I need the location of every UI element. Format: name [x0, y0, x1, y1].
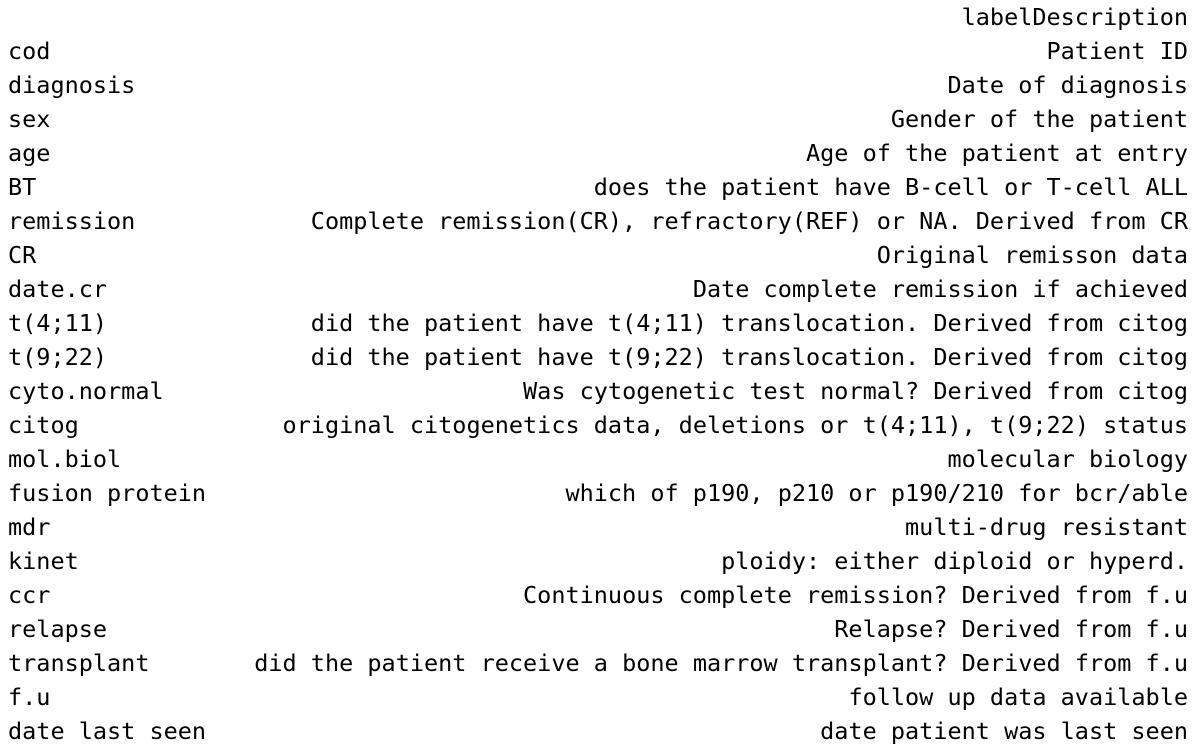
row-description: molecular biology: [947, 445, 1188, 473]
table-row: cyto.normal Was cytogenetic test normal?…: [8, 374, 1188, 408]
column-header: labelDescription: [961, 3, 1188, 31]
table-row: remission Complete remission(CR), refrac…: [8, 204, 1188, 238]
table-row: t(9;22) did the patient have t(9;22) tra…: [8, 340, 1188, 374]
row-label: transplant: [8, 649, 150, 677]
row-description: Patient ID: [1046, 37, 1188, 65]
table-row: BT does the patient have B-cell or T-cel…: [8, 170, 1188, 204]
row-label: fusion protein: [8, 479, 207, 507]
row-description: Was cytogenetic test normal? Derived fro…: [523, 377, 1188, 405]
row-label: relapse: [8, 615, 108, 643]
row-description: does the patient have B-cell or T-cell A…: [593, 173, 1188, 201]
table-row: sex Gender of the patient: [8, 102, 1188, 136]
row-label: mdr: [8, 513, 51, 541]
table-row: mdr multi-drug resistant: [8, 510, 1188, 544]
table-row: mol.biol molecular biology: [8, 442, 1188, 476]
header-row: labelDescription: [8, 0, 1188, 34]
row-label: CR: [8, 241, 37, 269]
row-label: kinet: [8, 547, 79, 575]
row-description: Date complete remission if achieved: [692, 275, 1188, 303]
row-label: BT: [8, 173, 37, 201]
row-description: did the patient receive a bone marrow tr…: [254, 649, 1188, 677]
table-row: date last seen date patient was last see…: [8, 714, 1188, 748]
row-label: diagnosis: [8, 71, 136, 99]
row-description: did the patient have t(4;11) translocati…: [310, 309, 1188, 337]
row-label: t(4;11): [8, 309, 108, 337]
row-label: age: [8, 139, 51, 167]
table-row: kinet ploidy: either diploid or hyperd.: [8, 544, 1188, 578]
table-row: diagnosis Date of diagnosis: [8, 68, 1188, 102]
console-output: labelDescription cod Patient ID diagnosi…: [8, 0, 1188, 748]
row-description: Complete remission(CR), refractory(REF) …: [310, 207, 1188, 235]
row-description: multi-drug resistant: [905, 513, 1188, 541]
row-description: did the patient have t(9;22) translocati…: [310, 343, 1188, 371]
table-row: ccr Continuous complete remission? Deriv…: [8, 578, 1188, 612]
table-row: cod Patient ID: [8, 34, 1188, 68]
row-description: which of p190, p210 or p190/210 for bcr/…: [565, 479, 1188, 507]
row-description: Original remisson data: [876, 241, 1188, 269]
row-label: cod: [8, 37, 51, 65]
table-row: f.u follow up data available: [8, 680, 1188, 714]
table-row: citog original citogenetics data, deleti…: [8, 408, 1188, 442]
table-row: fusion protein which of p190, p210 or p1…: [8, 476, 1188, 510]
row-description: Age of the patient at entry: [805, 139, 1188, 167]
row-label: ccr: [8, 581, 51, 609]
row-label: t(9;22): [8, 343, 108, 371]
table-row: transplant did the patient receive a bon…: [8, 646, 1188, 680]
row-label: date last seen: [8, 717, 207, 745]
row-description: date patient was last seen: [820, 717, 1188, 745]
table-row: CR Original remisson data: [8, 238, 1188, 272]
row-label: remission: [8, 207, 136, 235]
row-label: citog: [8, 411, 79, 439]
table-row: date.cr Date complete remission if achie…: [8, 272, 1188, 306]
table-row: t(4;11) did the patient have t(4;11) tra…: [8, 306, 1188, 340]
table-row: age Age of the patient at entry: [8, 136, 1188, 170]
row-description: Continuous complete remission? Derived f…: [523, 581, 1188, 609]
row-description: Relapse? Derived from f.u: [834, 615, 1188, 643]
row-label: f.u: [8, 683, 51, 711]
row-description: original citogenetics data, deletions or…: [282, 411, 1188, 439]
row-description: ploidy: either diploid or hyperd.: [721, 547, 1188, 575]
row-description: follow up data available: [848, 683, 1188, 711]
row-description: Gender of the patient: [890, 105, 1188, 133]
table-row: relapse Relapse? Derived from f.u: [8, 612, 1188, 646]
row-label: cyto.normal: [8, 377, 164, 405]
row-label: mol.biol: [8, 445, 122, 473]
row-label: sex: [8, 105, 51, 133]
row-description: Date of diagnosis: [947, 71, 1188, 99]
row-label: date.cr: [8, 275, 108, 303]
